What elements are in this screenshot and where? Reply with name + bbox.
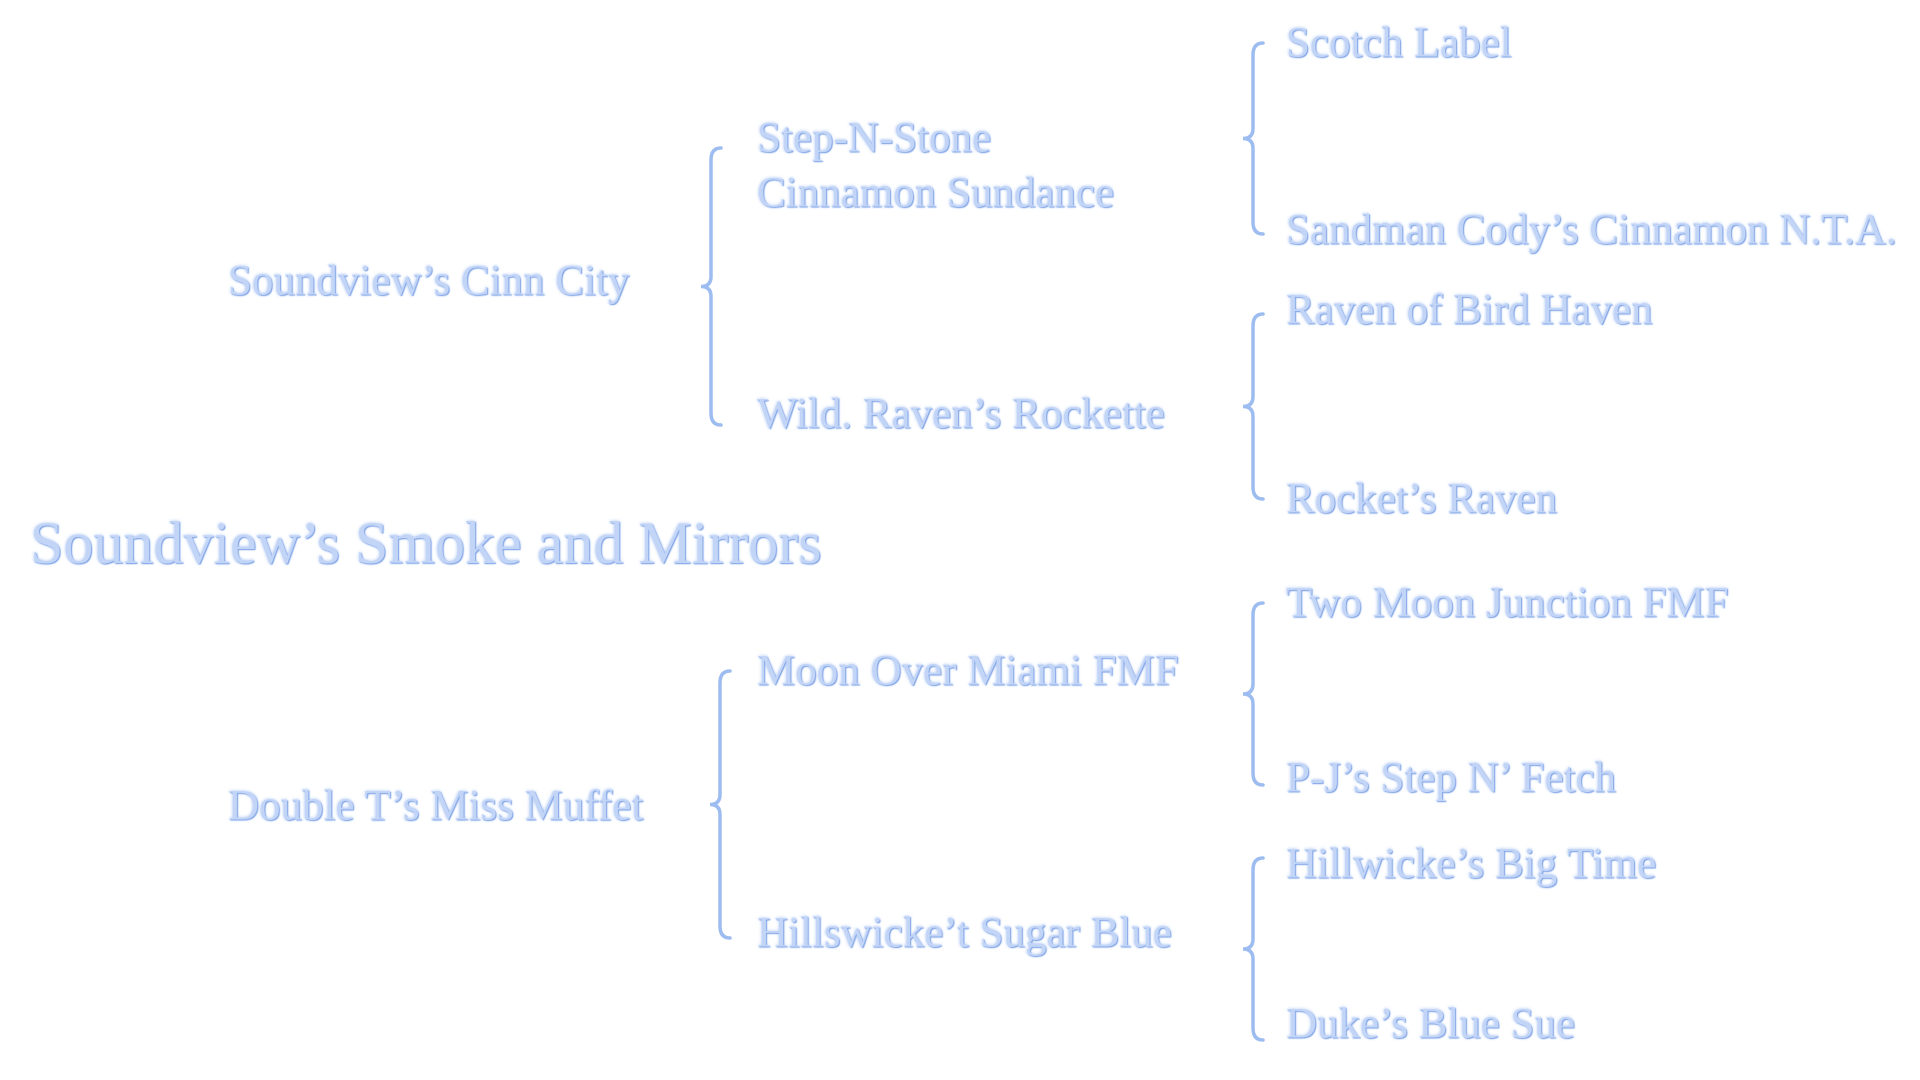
curly-brace-6 <box>1242 856 1265 1042</box>
sire-sire-name-line2: Cinnamon Sundance <box>757 169 1115 217</box>
sire-name: Soundview’s Cinn City <box>228 257 630 305</box>
dam-dam-name: Hillswicke’t Sugar Blue <box>757 909 1172 957</box>
sire-dam-name: Wild. Raven’s Rockette <box>757 390 1165 438</box>
curly-brace-1 <box>700 146 723 427</box>
curly-brace-3 <box>1242 41 1265 236</box>
curly-brace-5 <box>1242 601 1265 787</box>
ggp-7: Hillwicke’s Big Time <box>1286 840 1657 888</box>
ggp-5: Two Moon Junction FMF <box>1286 579 1729 627</box>
curly-brace-2 <box>709 669 732 940</box>
sire-sire-name-line1: Step-N-Stone <box>757 114 992 162</box>
dam-sire-name: Moon Over Miami FMF <box>757 647 1179 695</box>
ggp-4: Rocket’s Raven <box>1286 475 1558 523</box>
ggp-1: Scotch Label <box>1286 19 1512 67</box>
ggp-6: P-J’s Step N’ Fetch <box>1286 754 1617 802</box>
ggp-3: Raven of Bird Haven <box>1286 286 1653 334</box>
ggp-8: Duke’s Blue Sue <box>1286 1000 1576 1048</box>
dam-name: Double T’s Miss Muffet <box>228 782 644 830</box>
curly-brace-4 <box>1242 312 1265 501</box>
subject-name: Soundview’s Smoke and Mirrors <box>30 510 822 576</box>
ggp-2: Sandman Cody’s Cinnamon N.T.A. <box>1286 206 1897 254</box>
